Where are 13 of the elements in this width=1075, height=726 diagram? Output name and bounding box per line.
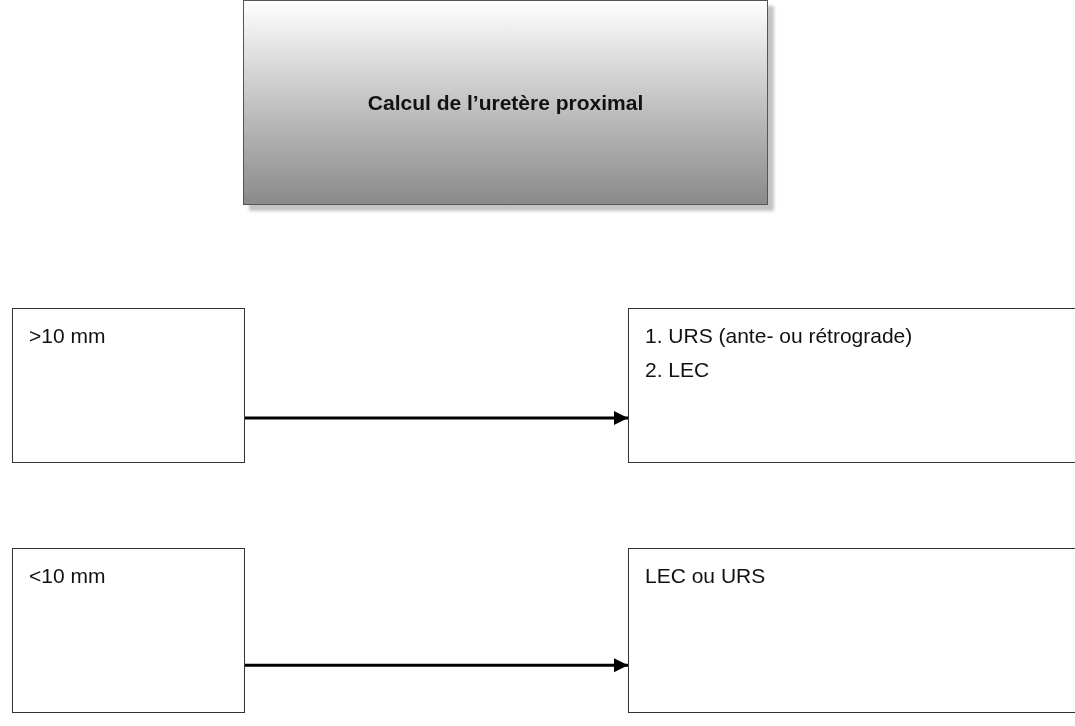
box-text: 1. URS (ante- ou rétrograde) — [645, 323, 913, 349]
box-text: LEC ou URS — [645, 563, 766, 589]
box-text: Calcul de l’uretère proximal — [367, 89, 644, 116]
title-box — [243, 0, 768, 205]
text-box — [628, 308, 1075, 463]
text-box — [12, 548, 245, 713]
box-text: >10 mm — [29, 323, 106, 349]
arrow — [245, 658, 628, 673]
arrow — [245, 411, 628, 426]
text-box — [12, 308, 245, 463]
box-text: 2. LEC — [645, 356, 710, 383]
box-text: <10 mm — [29, 563, 106, 589]
text-box — [628, 548, 1075, 713]
